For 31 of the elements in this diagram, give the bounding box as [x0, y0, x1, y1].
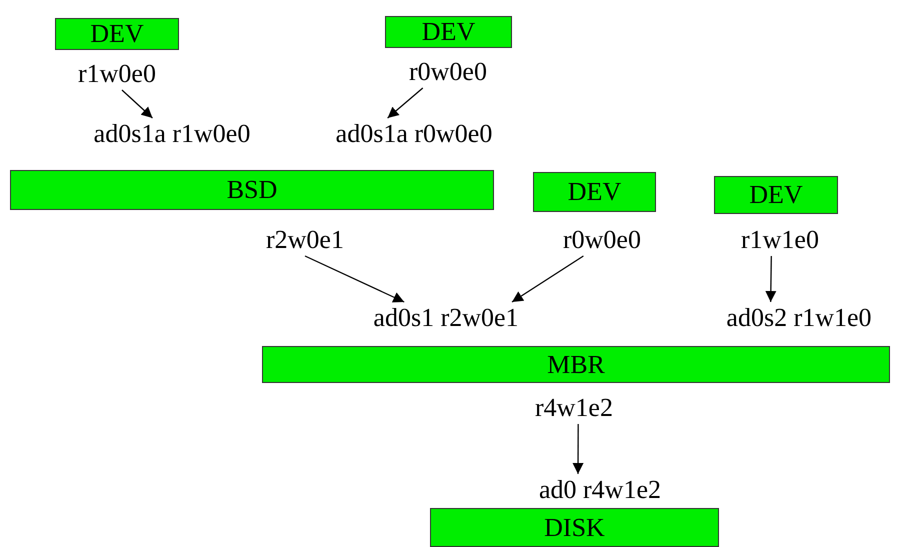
- arrow: [572, 424, 584, 474]
- status-label: r4w1e2: [504, 392, 644, 424]
- layer-box: [262, 346, 890, 383]
- layer-name: DEV: [422, 17, 476, 47]
- status-label: ad0 r4w1e2: [500, 474, 700, 506]
- status-label: r1w1e0: [718, 224, 842, 256]
- arrow: [512, 256, 584, 302]
- layer-name: DEV: [568, 177, 622, 207]
- status-label: ad0s2 r1w1e0: [690, 302, 908, 334]
- layer-box: [55, 18, 179, 50]
- layer-name: BSD: [226, 175, 278, 205]
- layer-name: DEV: [90, 19, 144, 49]
- layer-name: DISK: [544, 512, 605, 542]
- status-label: r0w0e0: [385, 56, 511, 88]
- status-label: r0w0e0: [540, 224, 664, 256]
- status-label: r2w0e1: [240, 224, 370, 256]
- arrow: [304, 255, 404, 303]
- layer-box: [430, 508, 719, 547]
- status-label: ad0s1a r1w0e0: [50, 118, 294, 150]
- layer-box: [10, 170, 494, 210]
- layer-name: DEV: [749, 180, 803, 210]
- status-label: ad0s1a r0w0e0: [294, 118, 534, 150]
- status-label: r1w0e0: [55, 58, 179, 90]
- arrow: [765, 256, 776, 302]
- layer-box: [385, 16, 512, 48]
- layer-box: [533, 172, 656, 212]
- arrow: [122, 90, 153, 118]
- layer-box: [714, 176, 838, 214]
- status-label: ad0s1 r2w0e1: [336, 302, 556, 334]
- arrow: [387, 88, 424, 118]
- layer-name: MBR: [547, 350, 605, 380]
